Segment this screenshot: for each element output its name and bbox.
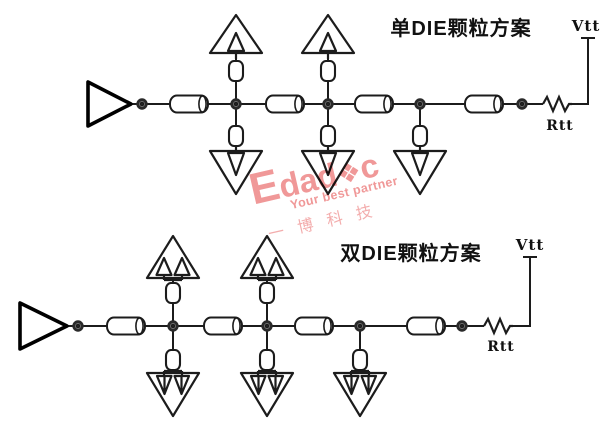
series-resistor-icon (411, 124, 429, 148)
dual-receiver-down-icon (332, 369, 388, 418)
rtt-resistor-icon (483, 316, 513, 336)
transmission-line-segment (203, 316, 243, 336)
dual-receiver-down-icon (239, 369, 295, 418)
dual-receiver-down-icon (145, 369, 201, 418)
series-resistor-icon (258, 281, 276, 305)
series-resistor-icon (227, 59, 245, 83)
series-resistor-icon (258, 348, 276, 372)
junction-node-icon (354, 320, 366, 332)
single-die-title: 单DIE颗粒方案 (390, 16, 531, 40)
dual-die-title: 双DIE颗粒方案 (340, 241, 481, 265)
junction-node-icon (456, 320, 468, 332)
series-resistor-icon (319, 59, 337, 83)
receiver-up-icon (208, 13, 264, 61)
junction-node-icon (261, 320, 273, 332)
vtt-label: Vtt (515, 236, 545, 254)
rtt-label: Rtt (546, 118, 574, 134)
transmission-line-segment (406, 316, 446, 336)
transmission-line-segment (265, 94, 305, 114)
junction-node-icon (516, 98, 528, 110)
receiver-down-icon (300, 143, 356, 196)
series-resistor-icon (319, 124, 337, 148)
transmission-line-segment (294, 316, 334, 336)
vtt-rail (513, 256, 537, 327)
junction-node-icon (72, 320, 84, 332)
series-resistor-icon (227, 124, 245, 148)
driver-buffer-icon (18, 301, 69, 351)
receiver-up-icon (300, 13, 356, 61)
series-resistor-icon (164, 348, 182, 372)
rtt-label: Rtt (487, 339, 515, 355)
junction-node-icon (167, 320, 179, 332)
transmission-line-segment (354, 94, 394, 114)
receiver-down-icon (208, 143, 264, 196)
receiver-down-icon (392, 143, 448, 196)
junction-node-icon (322, 98, 334, 110)
transmission-line-segment (169, 94, 209, 114)
single-die-circuit: 单DIE颗粒方案 Vtt Rtt (86, 13, 601, 196)
junction-node-icon (136, 98, 148, 110)
driver-buffer-icon (86, 80, 133, 128)
dual-receiver-up-icon (145, 234, 201, 282)
series-resistor-icon (351, 348, 369, 372)
dual-die-circuit: 双DIE颗粒方案 Vtt Rtt (18, 234, 545, 418)
series-resistor-icon (164, 281, 182, 305)
vtt-label: Vtt (571, 17, 601, 35)
transmission-line-segment (464, 94, 504, 114)
dual-receiver-up-icon (239, 234, 295, 282)
transmission-line-segment (106, 316, 146, 336)
rtt-resistor-icon (542, 94, 572, 114)
vtt-rail (572, 37, 595, 105)
junction-node-icon (414, 98, 426, 110)
junction-node-icon (230, 98, 242, 110)
